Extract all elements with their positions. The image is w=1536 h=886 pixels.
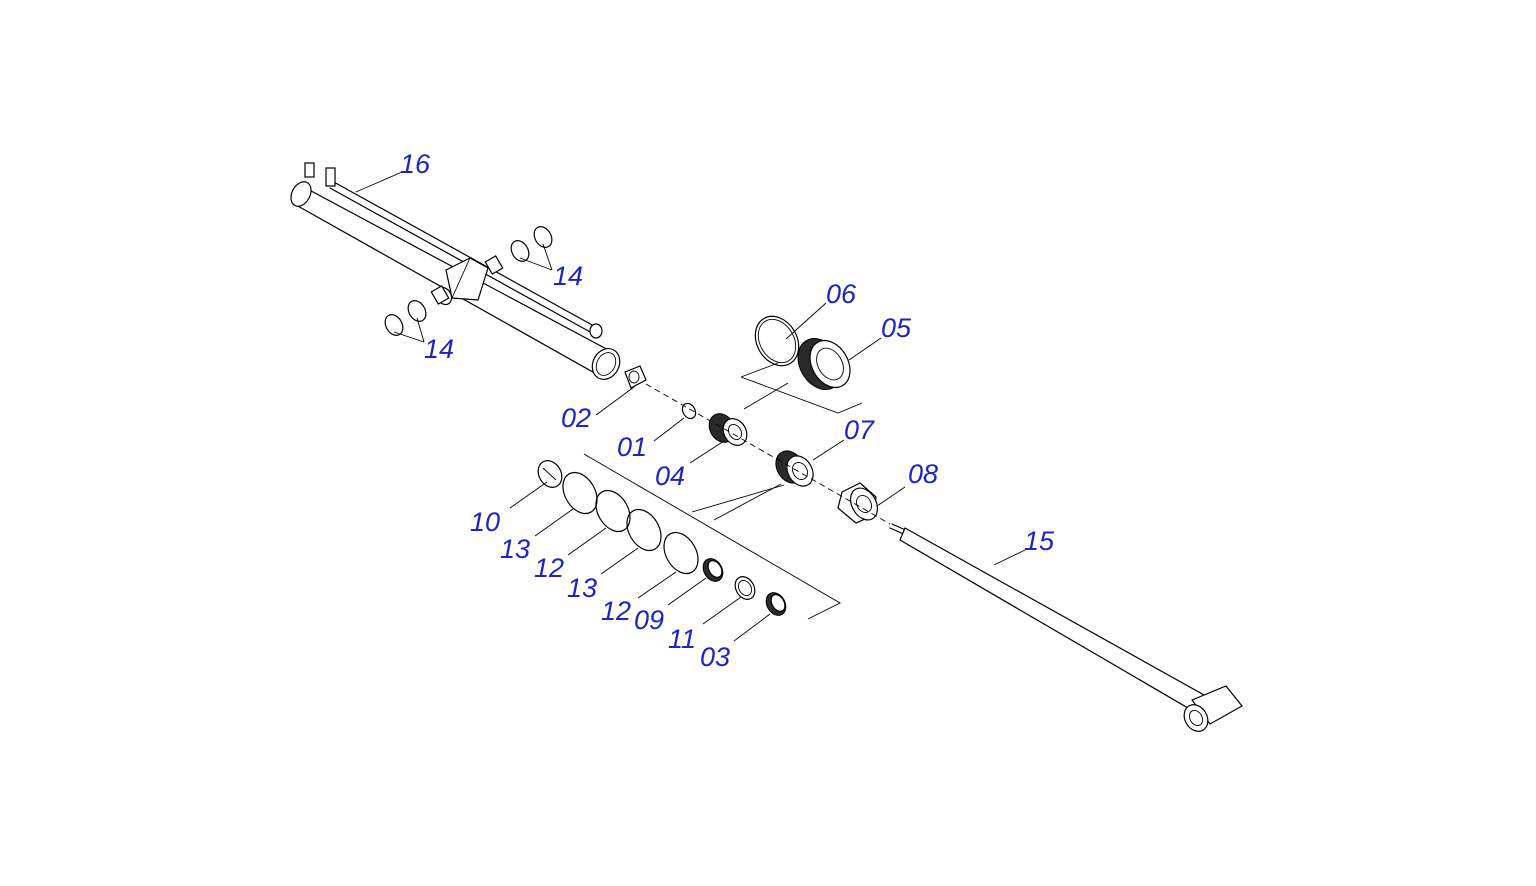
callout-03: 03 (700, 642, 730, 672)
leader-lines (355, 171, 1026, 642)
part-02-nut (624, 365, 647, 389)
callout-16: 16 (400, 149, 431, 179)
part-15-piston-rod (889, 523, 1243, 732)
callout-13-a: 13 (500, 534, 530, 564)
callout-02: 02 (561, 403, 591, 433)
callout-14-upper: 14 (553, 261, 583, 291)
part-10-wiper (537, 460, 563, 488)
part-09-ring (702, 558, 724, 582)
callout-05: 05 (881, 313, 912, 343)
part-08-collar (837, 482, 879, 524)
part-03-ring (765, 592, 787, 616)
part-16-cylinder-barrel (290, 162, 621, 380)
part-13-ring-a (562, 471, 598, 515)
callout-08: 08 (908, 459, 938, 489)
callout-13-b: 13 (567, 573, 597, 603)
callout-14-lower: 14 (424, 334, 454, 364)
part-01-oring (681, 402, 697, 420)
callout-01: 01 (617, 432, 647, 462)
assembly-axis-line (645, 383, 891, 525)
callout-06: 06 (826, 279, 857, 309)
callout-labels: 16 14 14 06 05 02 01 04 07 08 15 10 13 1… (400, 149, 1055, 672)
callout-12-a: 12 (534, 553, 564, 583)
group-bracket-lower (583, 453, 841, 620)
part-05-gland (797, 338, 851, 390)
callout-12-b: 12 (601, 596, 631, 626)
group-bracket-upper (740, 362, 863, 414)
part-14-orings-lower (384, 300, 427, 343)
callout-09: 09 (634, 605, 664, 635)
callout-10: 10 (470, 507, 500, 537)
part-11-ring (734, 576, 756, 600)
part-12-ring-b (663, 531, 699, 575)
part-14-orings-upper (510, 226, 553, 271)
part-12-ring-a (595, 489, 631, 533)
callout-04: 04 (655, 461, 685, 491)
callout-11: 11 (668, 624, 696, 654)
part-04-piston (708, 413, 748, 446)
callout-15: 15 (1024, 526, 1055, 556)
callout-07: 07 (844, 415, 875, 445)
part-07-piston-seal (775, 450, 814, 487)
part-13-ring-b (626, 508, 662, 552)
